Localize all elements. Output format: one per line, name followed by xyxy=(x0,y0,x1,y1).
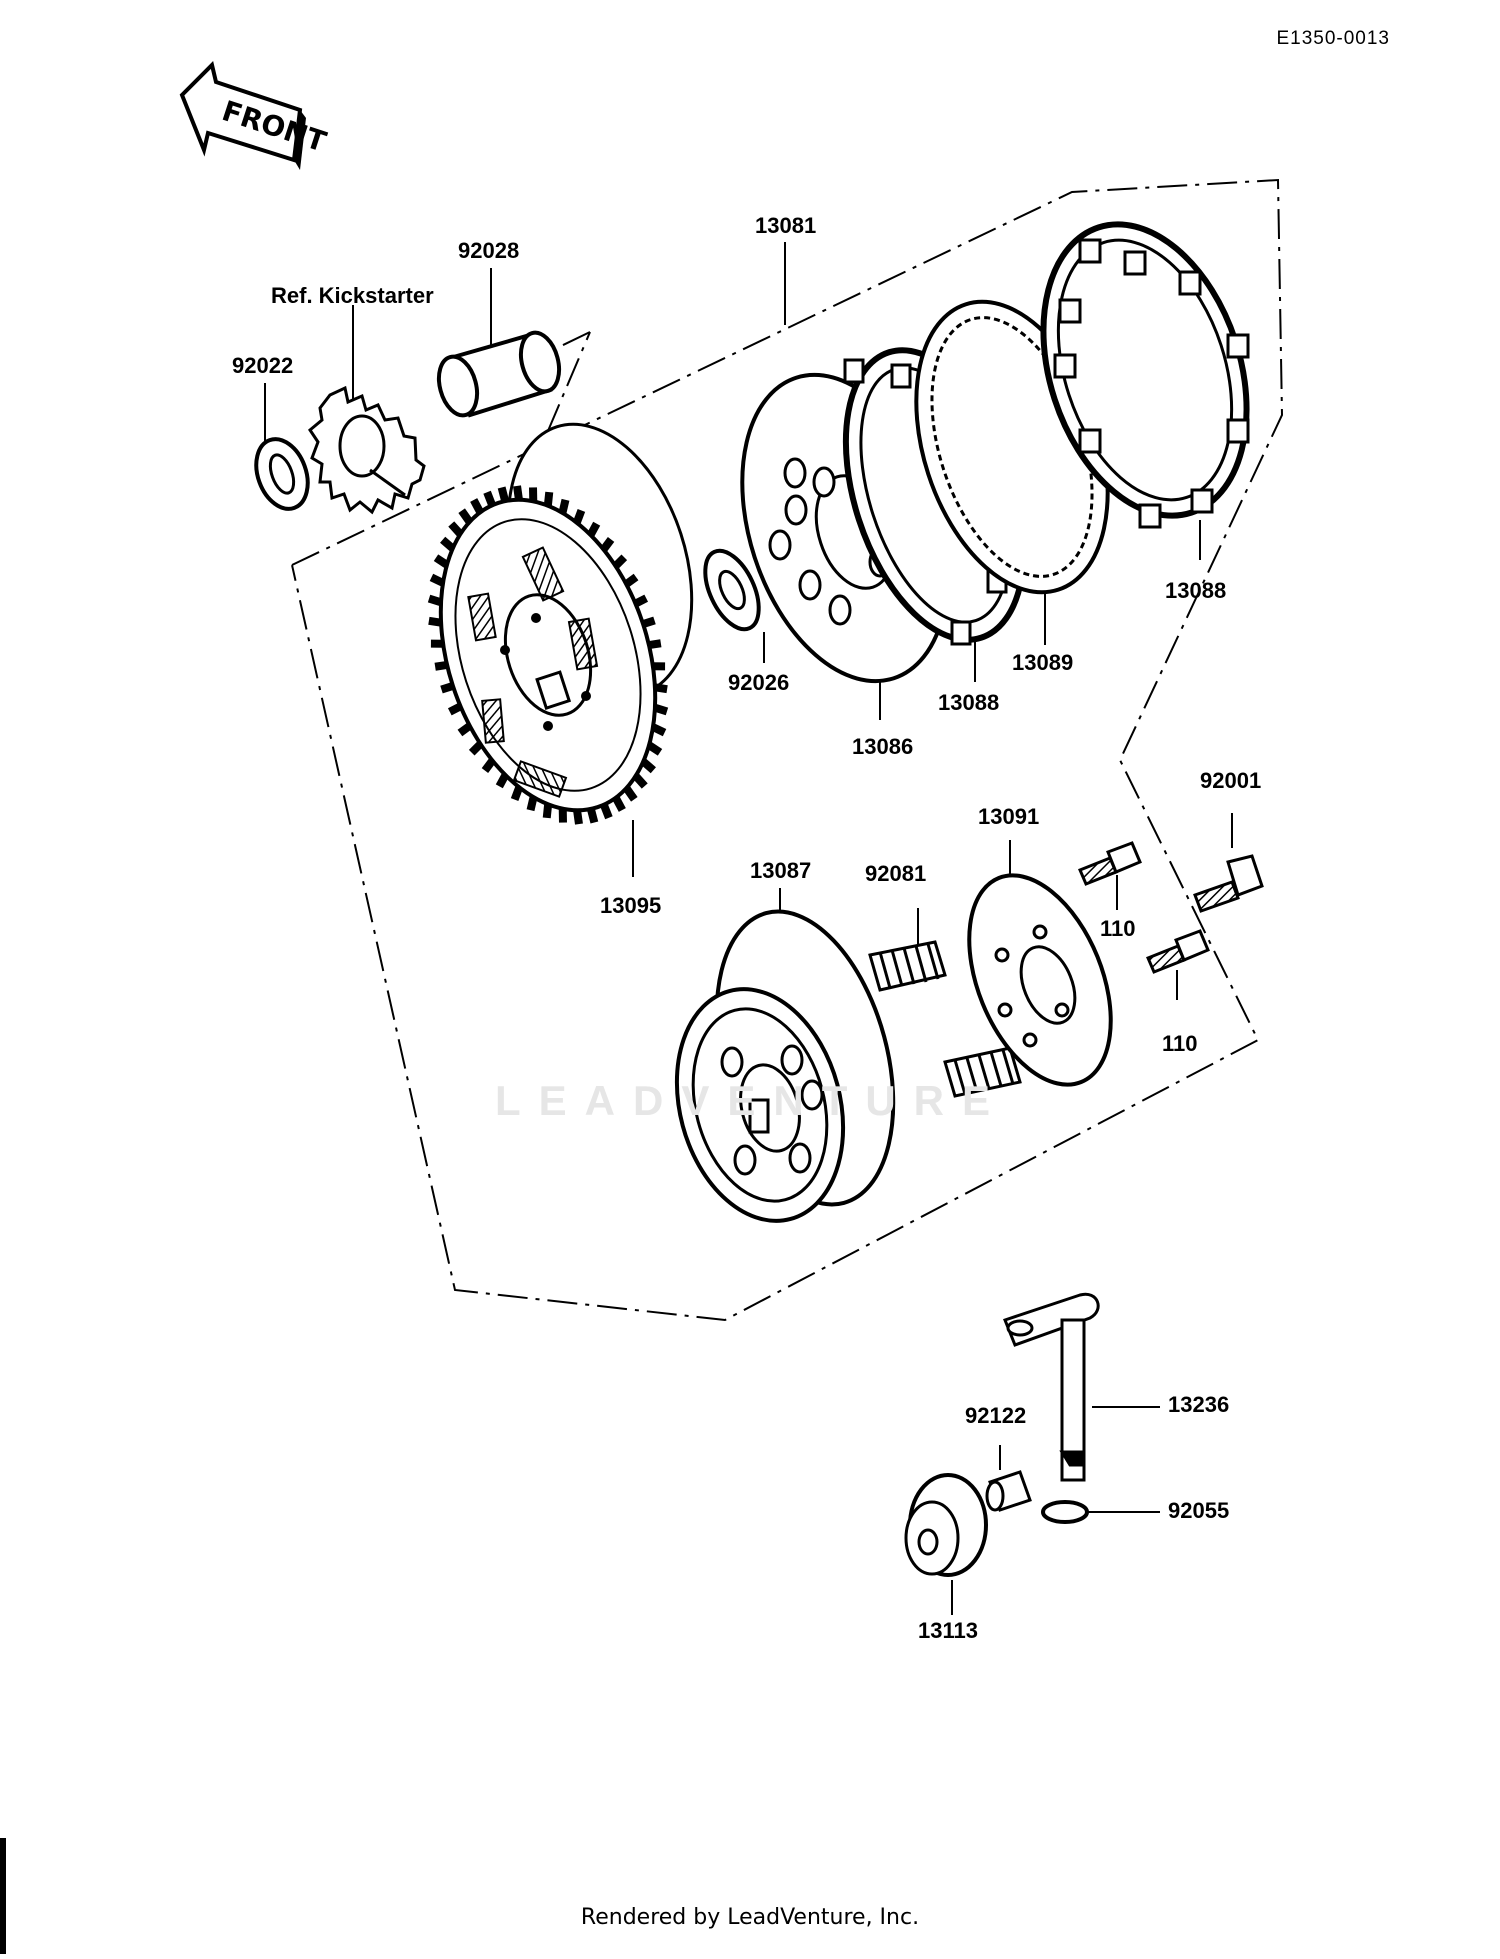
part-label-13113[interactable]: 13113 xyxy=(918,1620,978,1642)
part-label-92001[interactable]: 92001 xyxy=(1200,770,1261,792)
part-label-110-upper[interactable]: 110 xyxy=(1100,918,1136,940)
gear-tooth xyxy=(577,810,579,824)
gear-tooth xyxy=(626,788,634,799)
clutch-hub-13087 xyxy=(652,892,923,1240)
gear-tooth xyxy=(604,805,609,818)
bolt-110-lower xyxy=(1148,931,1208,972)
pusher-13113 xyxy=(906,1475,986,1575)
footer-credit: Rendered by LeadVenture, Inc. xyxy=(0,1905,1500,1930)
part-label-92055[interactable]: 92055 xyxy=(1168,1500,1229,1522)
part-label-13086[interactable]: 13086 xyxy=(852,736,913,758)
gear-tooth xyxy=(487,492,492,505)
gear-tooth xyxy=(474,500,481,512)
bolt-110-upper xyxy=(1080,843,1140,884)
gear-tooth xyxy=(462,511,470,522)
part-label-110-lower[interactable]: 110 xyxy=(1162,1033,1198,1055)
bolt-92001 xyxy=(1195,856,1262,911)
washer-92022 xyxy=(247,432,317,516)
gear-tooth xyxy=(517,486,519,500)
part-label-13089[interactable]: 13089 xyxy=(1012,652,1073,674)
diagram-code: E1350-0013 xyxy=(1276,28,1390,50)
front-arrow-icon: FRONT xyxy=(182,65,330,170)
spring-92081-upper xyxy=(870,942,945,990)
part-label-13091[interactable]: 13091 xyxy=(978,806,1039,828)
part-label-92081[interactable]: 92081 xyxy=(865,863,926,885)
gear-tooth xyxy=(616,798,623,810)
part-label-13088-front[interactable]: 13088 xyxy=(938,692,999,714)
part-label-92026[interactable]: 92026 xyxy=(728,672,789,694)
part-label-13088-rear[interactable]: 13088 xyxy=(1165,580,1226,602)
gear-tooth xyxy=(591,809,595,823)
bushing-92028 xyxy=(433,328,565,419)
watermark-text: LEADVENTURE xyxy=(495,1077,1008,1124)
pin-92122 xyxy=(987,1472,1030,1510)
o-ring-92055 xyxy=(1043,1502,1087,1522)
release-shaft-13236 xyxy=(1005,1294,1098,1480)
kickstarter-gear xyxy=(310,388,424,512)
part-label-92122[interactable]: 92122 xyxy=(965,1405,1026,1427)
part-label-13087[interactable]: 13087 xyxy=(750,860,811,882)
part-label-13236[interactable]: 13236 xyxy=(1168,1394,1229,1416)
part-label-13081[interactable]: 13081 xyxy=(755,215,816,237)
reference-note: Ref. Kickstarter xyxy=(271,285,434,307)
left-edge-bar xyxy=(0,1838,6,1954)
gear-tooth xyxy=(502,488,506,502)
clutch-housing-13095 xyxy=(403,401,724,838)
part-label-92028[interactable]: 92028 xyxy=(458,240,519,262)
part-label-92022[interactable]: 92022 xyxy=(232,355,293,377)
part-label-13095[interactable]: 13095 xyxy=(600,895,661,917)
